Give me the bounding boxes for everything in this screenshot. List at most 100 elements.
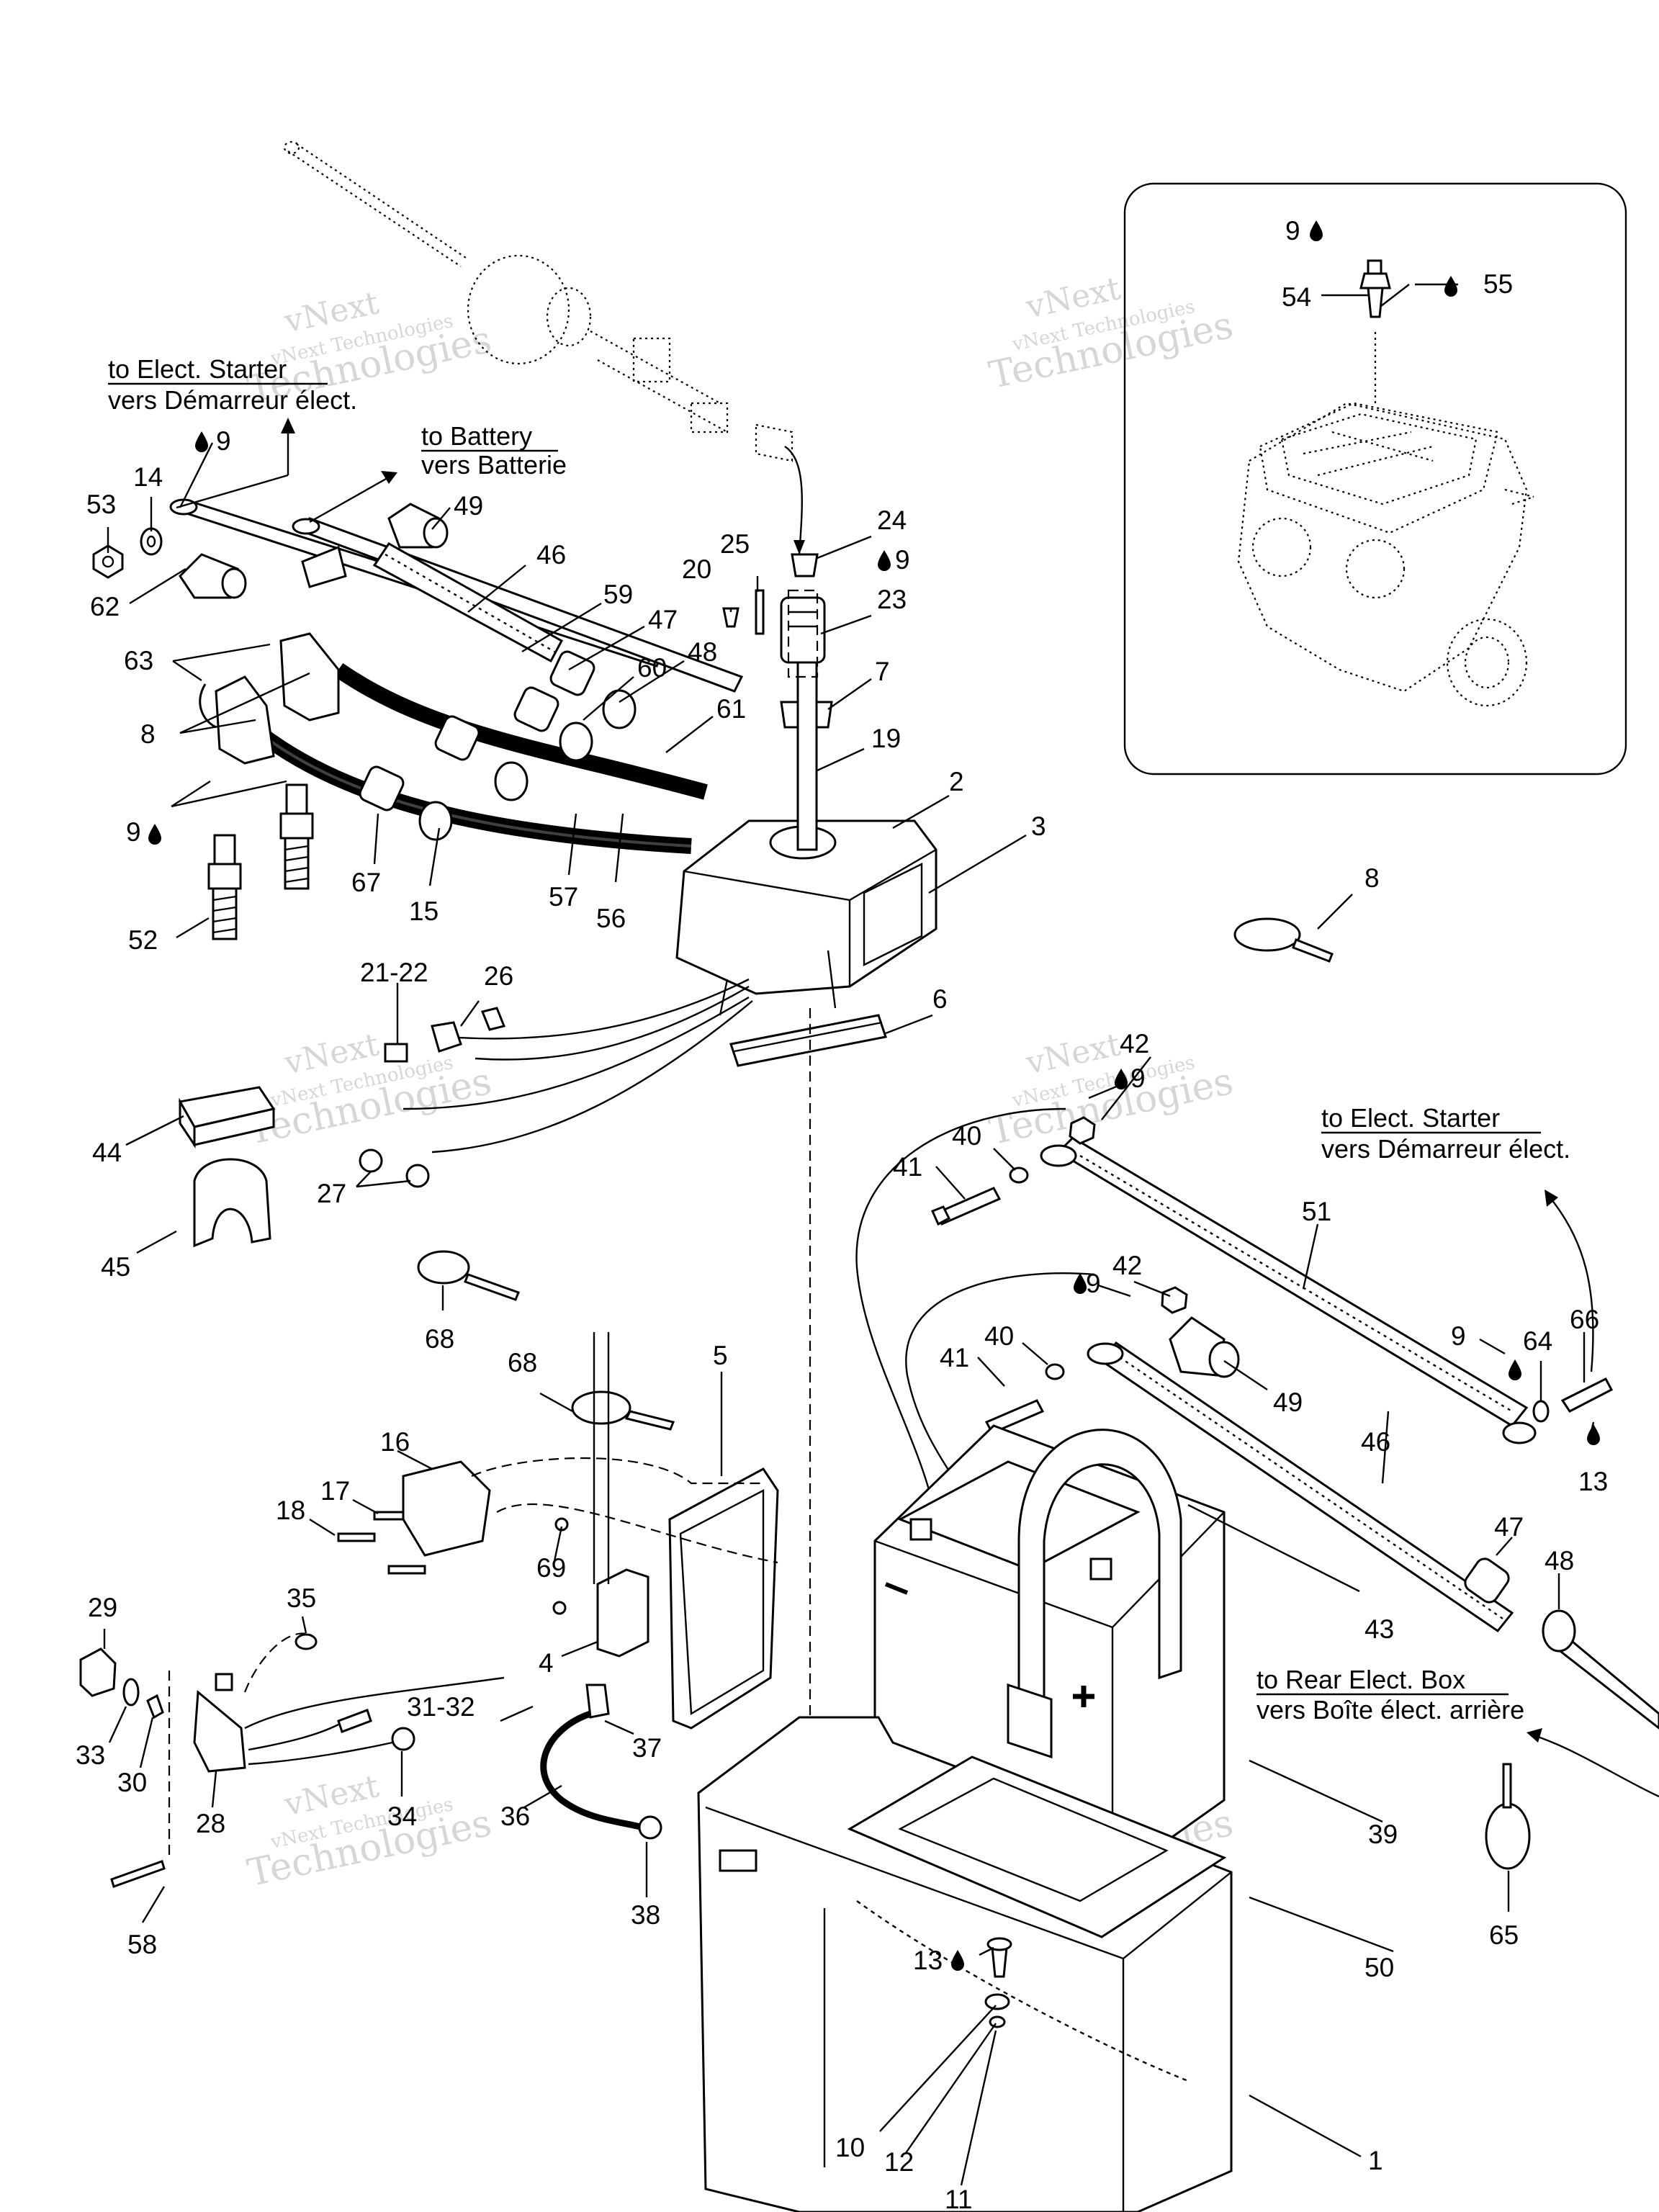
callout: 9 [1130, 1064, 1146, 1093]
ground-wires [359, 978, 753, 1188]
battery-tray [697, 1716, 1233, 2212]
callout: 31-32 [407, 1692, 475, 1722]
boot-49b [1169, 1316, 1240, 1378]
callout: 24 [877, 505, 907, 535]
svg-text:vers Démarreur élect.: vers Démarreur élect. [1321, 1134, 1570, 1164]
callout: 57 [549, 882, 578, 912]
callout: 38 [631, 1900, 660, 1930]
nut-47b [1464, 1557, 1510, 1604]
callout: 9 [126, 817, 141, 847]
svg-text:to Elect. Starter: to Elect. Starter [1321, 1103, 1500, 1133]
callout: 55 [1483, 269, 1513, 299]
callout: 15 [409, 896, 439, 926]
watermark-5: vNext vNext Technologies Technologies [244, 1768, 495, 1895]
callout: 64 [1523, 1326, 1552, 1356]
washer-14 [140, 527, 163, 556]
callout: 53 [86, 490, 116, 519]
callout: 36 [500, 1802, 530, 1831]
callout: 69 [536, 1553, 566, 1583]
callout: 56 [596, 904, 626, 933]
callout: 60 [637, 653, 667, 683]
callout: 42 [1120, 1029, 1149, 1058]
callout: 1 [1368, 2146, 1383, 2175]
callout: 63 [124, 646, 153, 675]
ground-wire-36 [540, 1683, 662, 1840]
sensor-cable [283, 140, 805, 555]
callout: 45 [101, 1252, 130, 1282]
callout: 54 [1282, 282, 1311, 312]
callout: 9 [216, 426, 231, 456]
block-44 [178, 1086, 276, 1148]
callout: 9 [1086, 1269, 1101, 1298]
callout: 5 [713, 1341, 728, 1370]
callout: 43 [1364, 1614, 1394, 1644]
svg-text:to Elect. Starter: to Elect. Starter [108, 354, 287, 384]
engine-illustration [1237, 331, 1534, 707]
screw-13b [984, 1937, 1012, 2028]
callout: 10 [835, 2133, 865, 2162]
grommet-48b [1542, 1609, 1576, 1653]
engine-inset [1123, 182, 1627, 775]
callout: 40 [952, 1121, 981, 1151]
callout: 9 [1451, 1321, 1466, 1351]
note-starter-top: to Elect. Starter vers Démarreur élect. [108, 354, 357, 509]
wire-28-4 [244, 1676, 505, 1730]
callout: 19 [871, 724, 901, 753]
callout: 41 [940, 1343, 969, 1372]
callout: 48 [688, 637, 717, 667]
rivet-58 [110, 1860, 166, 1888]
washer-40b [1045, 1363, 1065, 1380]
nut-42a [1069, 1116, 1096, 1145]
cap-63a [199, 675, 275, 765]
callout: 41 [893, 1152, 922, 1182]
cap-63b [279, 632, 340, 721]
tie-wrap-8 [1233, 917, 1334, 963]
watermark-2: vNext vNext Technologies Technologies [986, 270, 1237, 397]
bolt-41a [930, 1187, 1002, 1226]
callout: 33 [76, 1740, 105, 1770]
callout: 48 [1545, 1546, 1574, 1575]
relay-16 [402, 1460, 491, 1557]
callout: 9 [1285, 216, 1300, 246]
callout: 68 [425, 1324, 454, 1354]
spark-plug-1 [207, 834, 242, 940]
callout: 42 [1112, 1251, 1142, 1280]
callout: 2 [949, 767, 964, 796]
watermark-4: vNext vNext Technologies Technologies [986, 1026, 1237, 1154]
callout: 61 [716, 694, 746, 724]
o-ring-30-33 [122, 1678, 164, 1719]
callout: 51 [1302, 1197, 1331, 1226]
spark-plug-leads [199, 632, 708, 854]
coil-4 [593, 1332, 649, 1658]
callout: 16 [380, 1427, 410, 1457]
bolt-66 [1560, 1377, 1614, 1413]
callout: 12 [884, 2147, 914, 2177]
callout: 46 [1361, 1427, 1390, 1457]
dash-link-b [496, 1503, 778, 1564]
callout: 47 [1494, 1512, 1524, 1542]
tie-wrap-65 [1485, 1763, 1531, 1870]
callout: 30 [117, 1768, 147, 1797]
corrugated-conduit-top [372, 542, 564, 663]
callout: 52 [128, 925, 158, 955]
callout: 34 [387, 1802, 417, 1831]
plate-5 [668, 1467, 779, 1730]
terminal-25-20 [722, 589, 765, 635]
nut-53 [92, 544, 124, 579]
callout: 40 [984, 1321, 1014, 1351]
electrical-box [675, 819, 938, 1016]
callout: 17 [320, 1476, 350, 1506]
battery-cable-46 [1087, 1341, 1659, 1730]
loop-cable-a [855, 1107, 1066, 1520]
svg-text:vers Boîte élect. arrière: vers Boîte élect. arrière [1256, 1695, 1524, 1725]
connector-29 [79, 1647, 117, 1697]
callout: 39 [1368, 1820, 1398, 1849]
callout: 44 [92, 1138, 122, 1167]
callout: 25 [720, 529, 750, 559]
note-rear-box: to Rear Elect. Box vers Boîte élect. arr… [1256, 1665, 1659, 1798]
svg-text:vers Démarreur élect.: vers Démarreur élect. [108, 385, 357, 415]
svg-text:vers Batterie: vers Batterie [421, 450, 567, 480]
callout: 14 [133, 462, 163, 492]
callout: 13 [913, 1946, 943, 1975]
